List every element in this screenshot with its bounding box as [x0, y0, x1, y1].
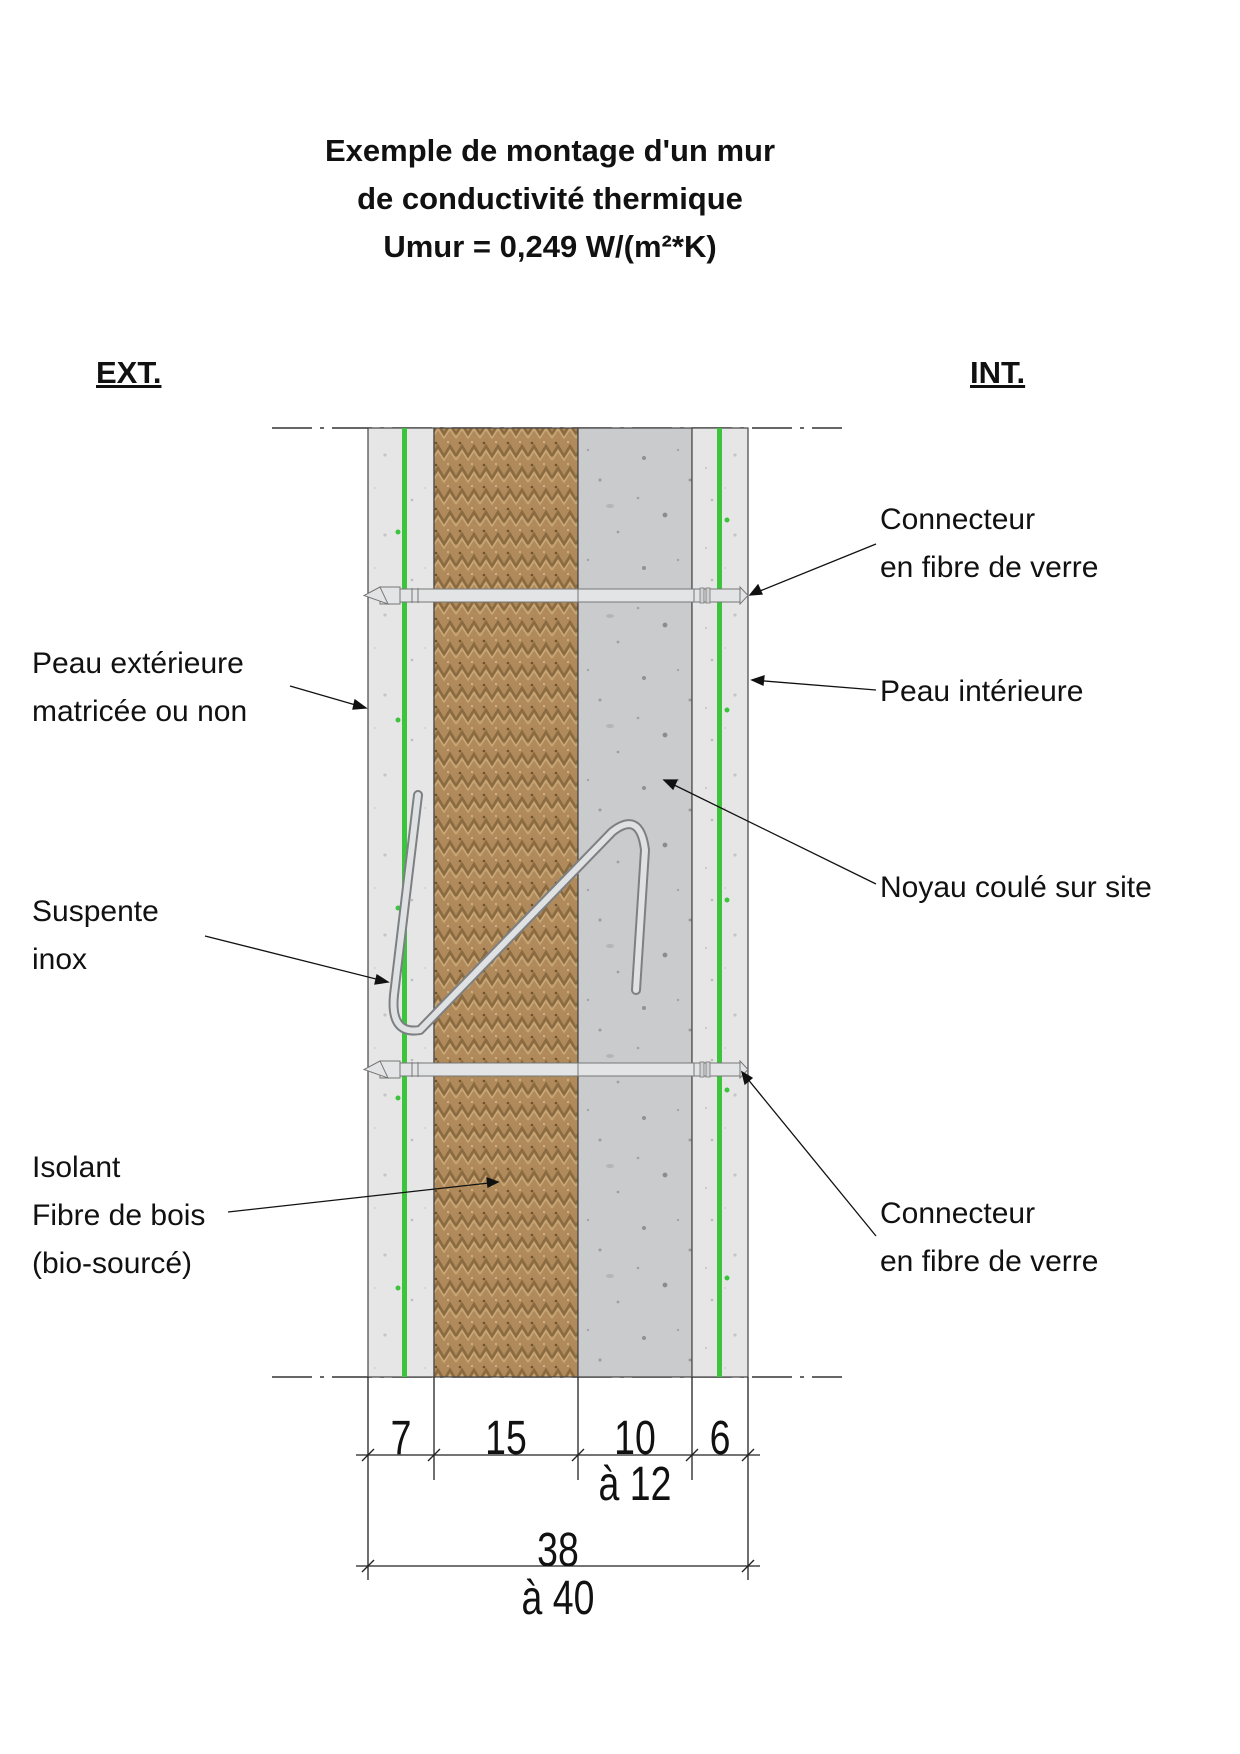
insulation-label: Isolant Fibre de bois (bio-sourcé) — [32, 1151, 206, 1280]
dim-core-line-1: 10 — [614, 1412, 656, 1465]
connector-bottom — [362, 1059, 749, 1080]
exterior-label: EXT. — [96, 355, 162, 390]
dim-outer-skin: 7 — [390, 1412, 412, 1465]
mesh-dots — [395, 517, 730, 1291]
dim-total-line-1: 38 — [537, 1524, 579, 1577]
connector-top — [362, 585, 749, 606]
connector-bottom-label: Connecteur en fibre de verre — [880, 1197, 1099, 1278]
interior-label: INT. — [970, 355, 1026, 390]
core-layer — [577, 427, 693, 1378]
dimension-lines — [356, 1377, 760, 1580]
dim-inner-skin: 6 — [709, 1412, 731, 1465]
title-line-3: Umur = 0,249 W/(m²*K) — [383, 229, 717, 264]
title-line-2: de conductivité thermique — [357, 181, 743, 216]
dim-insulation: 15 — [485, 1412, 527, 1465]
hanger-label: Suspente inox — [32, 895, 159, 976]
connector-top-label: Connecteur en fibre de verre — [880, 503, 1099, 584]
core-label: Noyau coulé sur site — [880, 871, 1152, 904]
title-line-1: Exemple de montage d'un mur — [324, 133, 776, 168]
insulation-layer — [433, 427, 579, 1378]
leader-lines — [204, 543, 877, 1237]
dim-total-line-2: à 40 — [521, 1572, 595, 1625]
inner-skin-label: Peau intérieure — [880, 675, 1084, 708]
outer-skin-label: Peau extérieure matricée ou non — [32, 647, 248, 728]
inner-mesh — [717, 428, 722, 1377]
dim-core-line-2: à 12 — [598, 1458, 672, 1511]
stainless-hanger — [388, 790, 650, 1036]
